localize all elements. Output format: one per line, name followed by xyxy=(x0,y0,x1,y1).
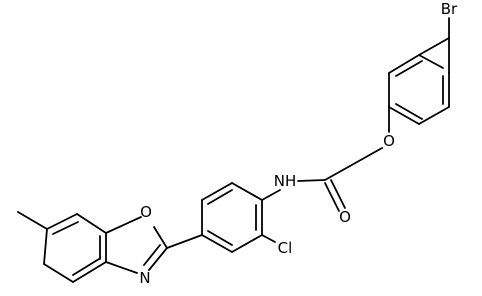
bond xyxy=(201,234,233,253)
bond xyxy=(261,234,276,243)
bond xyxy=(76,213,107,234)
bond xyxy=(324,165,351,181)
bond xyxy=(43,263,74,283)
bond xyxy=(43,228,48,265)
oxazole-nitrogen-label: N xyxy=(139,269,150,287)
bond xyxy=(207,230,233,246)
bromine-atom-label: Br xyxy=(441,0,458,18)
bond xyxy=(207,189,233,205)
chlorine-atom-label: Cl xyxy=(278,239,293,257)
bond xyxy=(201,182,233,201)
bond xyxy=(324,182,340,212)
bond xyxy=(388,54,420,74)
bond xyxy=(231,182,263,201)
bond xyxy=(46,213,78,230)
bond xyxy=(330,179,346,209)
bond xyxy=(261,189,281,201)
oxazole-oxygen-label: O xyxy=(140,203,152,221)
bond xyxy=(349,147,383,167)
bond xyxy=(418,106,450,125)
bond xyxy=(166,234,203,249)
carbonyl-oxygen-label: O xyxy=(339,208,351,226)
ether-oxygen-label: O xyxy=(383,132,395,150)
bond xyxy=(17,211,48,230)
bond xyxy=(105,261,138,274)
bond xyxy=(52,221,79,235)
bond xyxy=(297,179,326,182)
bond xyxy=(143,244,161,266)
bond xyxy=(72,261,107,283)
bond xyxy=(395,60,423,77)
amide-nh-label: NH xyxy=(274,172,297,190)
bond xyxy=(388,106,420,125)
bond xyxy=(153,226,168,249)
bond xyxy=(72,258,100,276)
bond xyxy=(418,37,450,56)
atom-labels: Br O O NH Cl O N xyxy=(139,0,458,287)
bond xyxy=(105,216,142,234)
bond xyxy=(418,54,444,69)
bonds xyxy=(17,17,450,283)
bond xyxy=(148,247,168,271)
bond xyxy=(395,103,423,120)
bond xyxy=(231,234,263,253)
